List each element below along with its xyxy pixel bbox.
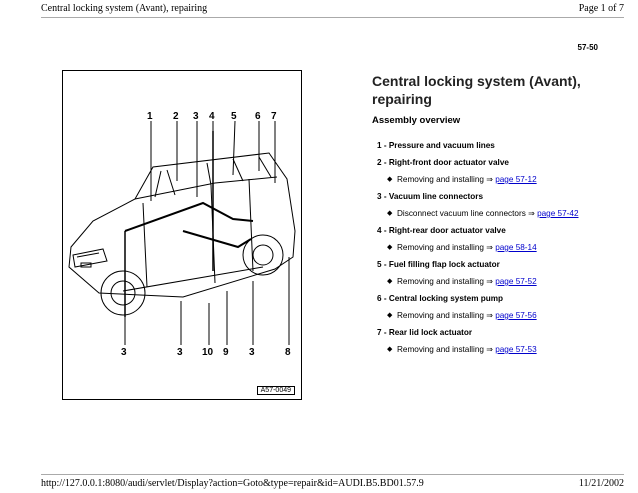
- page-header: Central locking system (Avant), repairin…: [0, 0, 638, 18]
- arrow-icon: ⇒: [528, 209, 535, 218]
- diamond-bullet-icon: ◆: [387, 312, 393, 319]
- header-divider: [41, 17, 624, 18]
- page-footer: http://127.0.0.1:8080/audi/servlet/Displ…: [0, 478, 638, 493]
- footer-divider: [41, 474, 624, 475]
- list-item: 4 - Right-rear door actuator valve: [377, 226, 506, 235]
- header-page-count: Page 1 of 7: [578, 3, 624, 14]
- diamond-bullet-icon: ◆: [387, 210, 393, 217]
- callout-bottom-3b: 3: [177, 347, 183, 358]
- callout-bottom-3a: 3: [121, 347, 127, 358]
- callout-bottom-8: 8: [285, 347, 291, 358]
- assembly-list: 1 - Pressure and vacuum lines 2 - Right-…: [377, 140, 627, 361]
- header-title: Central locking system (Avant), repairin…: [41, 3, 208, 14]
- callout-bottom-10: 10: [202, 347, 214, 358]
- document-subtitle: Assembly overview: [372, 115, 461, 126]
- page-link[interactable]: page 57-56: [495, 311, 537, 320]
- list-item: 6 - Central locking system pump: [377, 294, 504, 303]
- list-subitem: ◆ Removing and installing ⇒ page 57-56: [387, 311, 537, 320]
- arrow-icon: ⇒: [486, 175, 493, 184]
- list-item: 5 - Fuel filling flap lock actuator: [377, 260, 500, 269]
- callout-top-7: 7: [271, 111, 277, 122]
- callout-top-2: 2: [173, 111, 179, 122]
- diamond-bullet-icon: ◆: [387, 346, 393, 353]
- diamond-bullet-icon: ◆: [387, 176, 393, 183]
- assembly-figure: 1 2 3 4 5 6 7 3 3 10 9 3 8 A57-0049: [62, 70, 302, 400]
- footer-url: http://127.0.0.1:8080/audi/servlet/Displ…: [41, 478, 424, 489]
- diamond-bullet-icon: ◆: [387, 278, 393, 285]
- callout-top-6: 6: [255, 111, 261, 122]
- arrow-icon: ⇒: [486, 311, 493, 320]
- page-link[interactable]: page 57-53: [495, 345, 537, 354]
- callout-top-4: 4: [209, 111, 215, 122]
- callout-bottom-3c: 3: [249, 347, 255, 358]
- list-subitem: ◆ Removing and installing ⇒ page 57-53: [387, 345, 537, 354]
- page-link[interactable]: page 58-14: [495, 243, 537, 252]
- callout-top-5: 5: [231, 111, 237, 122]
- page-link[interactable]: page 57-52: [495, 277, 537, 286]
- footer-date: 11/21/2002: [578, 478, 624, 489]
- list-subitem: ◆ Disconnect vacuum line connectors ⇒ pa…: [387, 209, 579, 218]
- callout-top-1: 1: [147, 111, 153, 122]
- page-link[interactable]: page 57-42: [537, 209, 579, 218]
- car-illustration: [68, 120, 296, 345]
- list-item: 7 - Rear lid lock actuator: [377, 328, 473, 337]
- document-title: Central locking system (Avant), repairin…: [372, 73, 581, 107]
- list-subitem: ◆ Removing and installing ⇒ page 57-12: [387, 175, 537, 184]
- page-number: 57-50: [577, 43, 598, 52]
- diamond-bullet-icon: ◆: [387, 244, 393, 251]
- list-subitem: ◆ Removing and installing ⇒ page 58-14: [387, 243, 537, 252]
- list-item: 3 - Vacuum line connectors: [377, 192, 484, 201]
- callout-bottom-9: 9: [223, 347, 229, 358]
- arrow-icon: ⇒: [486, 345, 493, 354]
- list-item: 1 - Pressure and vacuum lines: [377, 141, 495, 150]
- page-link[interactable]: page 57-12: [495, 175, 537, 184]
- arrow-icon: ⇒: [486, 277, 493, 286]
- callout-top-3: 3: [193, 111, 199, 122]
- arrow-icon: ⇒: [486, 243, 493, 252]
- figure-caption: A57-0049: [256, 386, 295, 395]
- list-item: 2 - Right-front door actuator valve: [377, 158, 509, 167]
- list-subitem: ◆ Removing and installing ⇒ page 57-52: [387, 277, 537, 286]
